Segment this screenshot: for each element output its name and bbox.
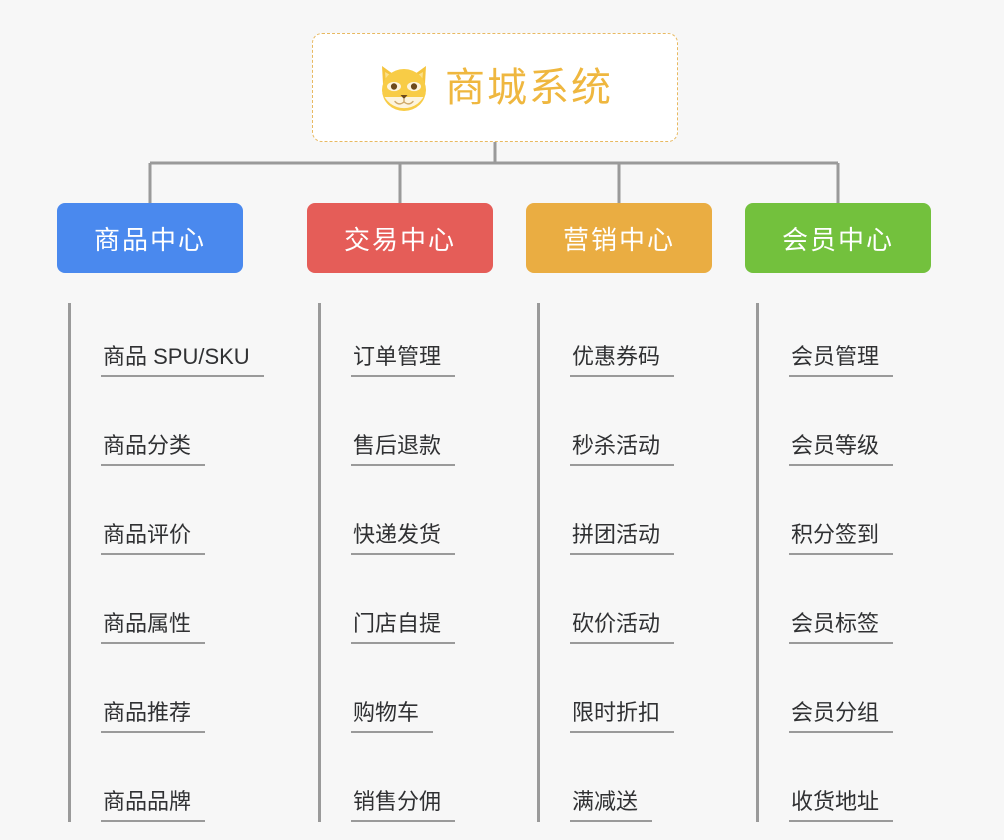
item-label: 砍价活动 <box>570 611 675 644</box>
list-item[interactable]: 会员分组 <box>759 644 935 733</box>
list-item[interactable]: 商品分类 <box>71 377 247 466</box>
list-item[interactable]: 秒杀活动 <box>540 377 716 466</box>
item-label: 会员分组 <box>789 700 894 733</box>
list-item[interactable]: 商品属性 <box>71 555 247 644</box>
list-item[interactable]: 门店自提 <box>321 555 497 644</box>
list-item[interactable]: 会员标签 <box>759 555 935 644</box>
category-label: 交易中心 <box>343 224 456 255</box>
list-item[interactable]: 售后退款 <box>321 377 497 466</box>
item-label: 购物车 <box>351 700 434 733</box>
list-item[interactable]: 拼团活动 <box>540 466 716 555</box>
root-node-mall-system[interactable]: 商城系统 <box>312 33 678 142</box>
item-label: 积分签到 <box>789 522 894 555</box>
item-label: 商品 SPU/SKU <box>101 344 264 377</box>
item-list-product-center: 商品 SPU/SKU 商品分类 商品评价 商品属性 商品推荐 商品品牌 <box>68 303 264 822</box>
item-label: 门店自提 <box>351 611 456 644</box>
item-label: 快递发货 <box>351 522 456 555</box>
item-label: 会员等级 <box>789 433 894 466</box>
list-item[interactable]: 积分签到 <box>759 466 935 555</box>
category-box-member-center[interactable]: 会员中心 <box>745 203 931 273</box>
list-item[interactable]: 购物车 <box>321 644 497 733</box>
shiba-dog-icon <box>382 65 426 111</box>
item-label: 满减送 <box>570 789 653 822</box>
list-item[interactable]: 销售分佣 <box>321 733 497 822</box>
branch-marketing-center: 营销中心 优惠券码 秒杀活动 拼团活动 砍价活动 限时折扣 满减送 <box>526 203 716 822</box>
item-label: 会员标签 <box>789 611 894 644</box>
item-label: 商品品牌 <box>101 789 206 822</box>
list-item[interactable]: 优惠券码 <box>540 303 716 377</box>
item-label: 限时折扣 <box>570 700 675 733</box>
list-item[interactable]: 会员等级 <box>759 377 935 466</box>
item-label: 售后退款 <box>351 433 456 466</box>
item-list-trade-center: 订单管理 售后退款 快递发货 门店自提 购物车 销售分佣 <box>318 303 497 822</box>
list-item[interactable]: 商品评价 <box>71 466 247 555</box>
category-box-marketing-center[interactable]: 营销中心 <box>526 203 712 273</box>
category-label: 营销中心 <box>562 224 675 255</box>
list-item[interactable]: 商品品牌 <box>71 733 247 822</box>
list-item[interactable]: 订单管理 <box>321 303 497 377</box>
category-label: 商品中心 <box>93 224 206 255</box>
item-list-member-center: 会员管理 会员等级 积分签到 会员标签 会员分组 收货地址 <box>756 303 935 822</box>
item-label: 商品评价 <box>101 522 206 555</box>
list-item[interactable]: 限时折扣 <box>540 644 716 733</box>
item-label: 销售分佣 <box>351 789 456 822</box>
item-label: 订单管理 <box>351 344 456 377</box>
branch-product-center: 商品中心 商品 SPU/SKU 商品分类 商品评价 商品属性 商品推荐 商品品牌 <box>57 203 264 822</box>
category-label: 会员中心 <box>781 224 894 255</box>
item-label: 收货地址 <box>789 789 894 822</box>
item-label: 商品分类 <box>101 433 206 466</box>
item-label: 商品推荐 <box>101 700 206 733</box>
list-item[interactable]: 商品推荐 <box>71 644 247 733</box>
category-box-product-center[interactable]: 商品中心 <box>57 203 243 273</box>
item-label: 会员管理 <box>789 344 894 377</box>
item-label: 优惠券码 <box>570 344 675 377</box>
item-label: 商品属性 <box>101 611 206 644</box>
list-item[interactable]: 商品 SPU/SKU <box>71 303 264 377</box>
list-item[interactable]: 会员管理 <box>759 303 935 377</box>
item-list-marketing-center: 优惠券码 秒杀活动 拼团活动 砍价活动 限时折扣 满减送 <box>537 303 716 822</box>
item-label: 拼团活动 <box>570 522 675 555</box>
root-title: 商城系统 <box>445 65 613 110</box>
item-label: 秒杀活动 <box>570 433 675 466</box>
branch-trade-center: 交易中心 订单管理 售后退款 快递发货 门店自提 购物车 销售分佣 <box>307 203 497 822</box>
list-item[interactable]: 满减送 <box>540 733 716 822</box>
list-item[interactable]: 砍价活动 <box>540 555 716 644</box>
branch-member-center: 会员中心 会员管理 会员等级 积分签到 会员标签 会员分组 收货地址 <box>745 203 935 822</box>
list-item[interactable]: 快递发货 <box>321 466 497 555</box>
list-item[interactable]: 收货地址 <box>759 733 935 822</box>
category-box-trade-center[interactable]: 交易中心 <box>307 203 493 273</box>
